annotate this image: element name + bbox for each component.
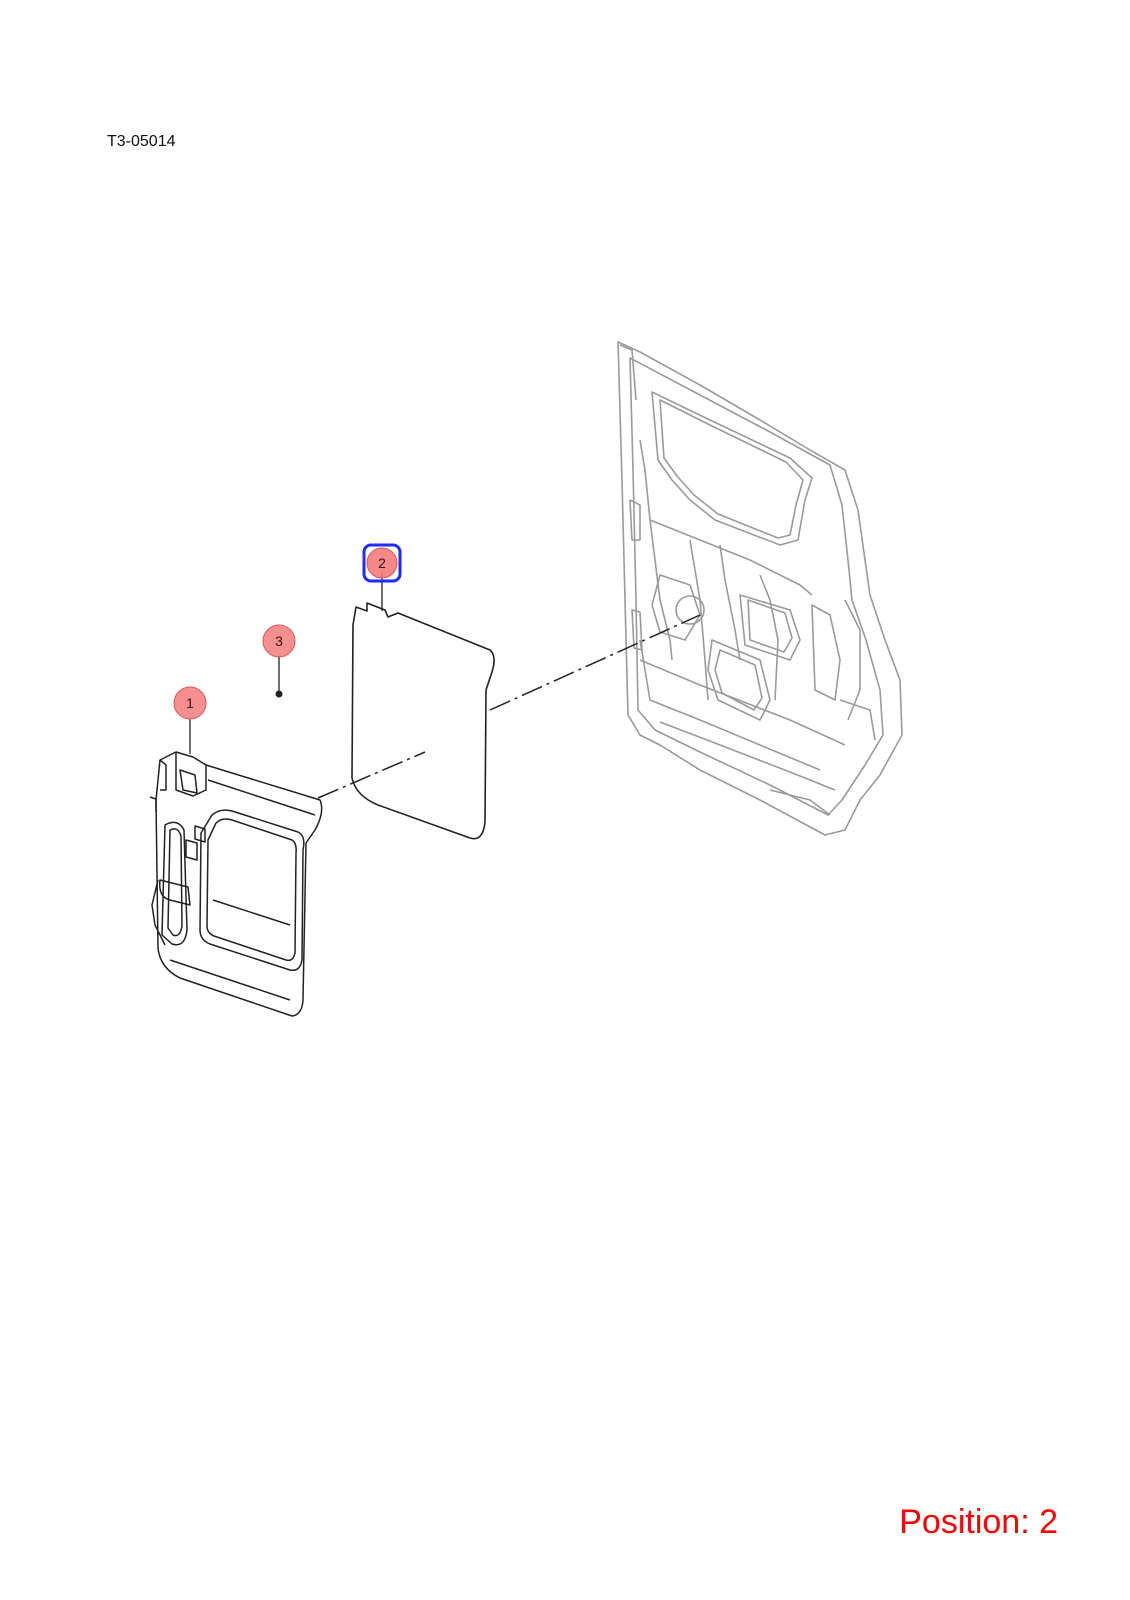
door-inner-frame bbox=[617, 341, 903, 836]
callout-1-label: 1 bbox=[186, 695, 194, 711]
watershield-part bbox=[351, 602, 495, 840]
door-trim-panel bbox=[149, 751, 323, 1017]
callout-2-selected[interactable]: 2 bbox=[362, 543, 402, 583]
selected-outline bbox=[362, 543, 402, 583]
diagram-code: T3-05014 bbox=[107, 133, 176, 150]
alignment-lines bbox=[317, 614, 701, 799]
callout-2-label: 2 bbox=[378, 555, 386, 571]
position-label: Position: 2 bbox=[899, 1503, 1058, 1541]
callout-3[interactable]: 3 bbox=[262, 624, 296, 658]
fastener-pin bbox=[275, 656, 283, 698]
callout-1[interactable]: 1 bbox=[173, 686, 207, 720]
callout-3-label: 3 bbox=[275, 633, 283, 649]
